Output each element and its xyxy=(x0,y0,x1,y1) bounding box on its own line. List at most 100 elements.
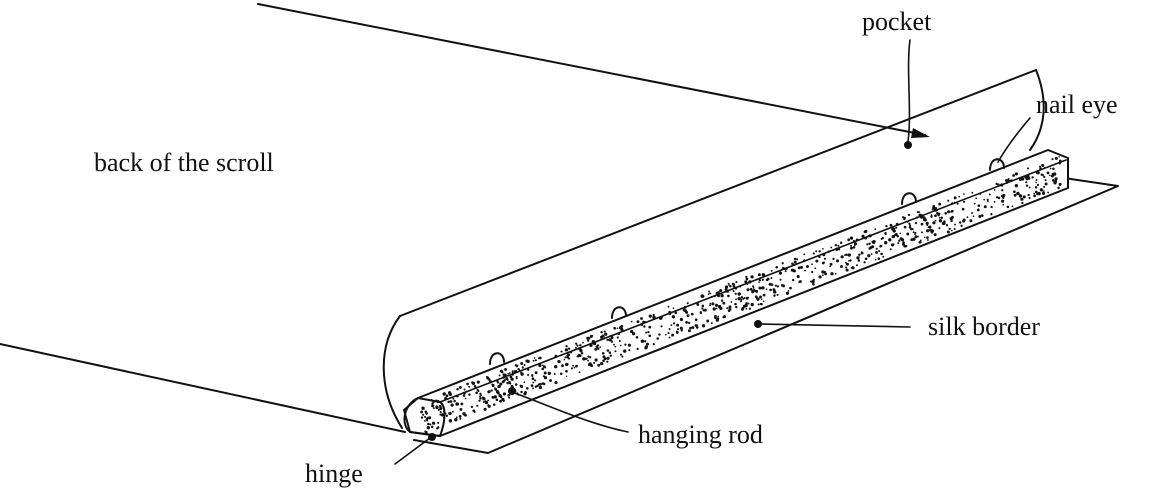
stipple-dot xyxy=(648,325,652,329)
stipple-dot xyxy=(675,330,679,334)
stipple-dot xyxy=(1055,178,1058,181)
stipple-dot xyxy=(618,339,621,343)
stipple-dot xyxy=(564,356,567,359)
stipple-dot xyxy=(779,278,782,281)
stipple-dot xyxy=(758,281,760,284)
stipple-dot xyxy=(899,232,902,235)
stipple-dot xyxy=(909,224,912,227)
stipple-dot xyxy=(744,303,748,308)
stipple-dot xyxy=(668,336,671,339)
stipple-dot xyxy=(752,286,755,289)
nail-eye xyxy=(989,158,1005,171)
stipple-dot xyxy=(973,202,976,205)
stipple-dot xyxy=(1037,191,1041,196)
stipple-dot xyxy=(547,371,551,375)
hanging-rod-ridge xyxy=(439,159,1067,403)
stipple-dot xyxy=(700,294,704,298)
stipple-dot xyxy=(877,257,881,260)
stipple-dot xyxy=(811,263,813,266)
stipple-dot xyxy=(647,330,650,334)
stipple-dot xyxy=(752,288,756,292)
stipple-dot xyxy=(953,201,956,204)
stipple-dot xyxy=(933,233,937,237)
label-pocket: pocket xyxy=(862,7,932,36)
stipple-dot xyxy=(791,262,794,266)
stipple-dot xyxy=(1025,177,1029,181)
stipple-dot xyxy=(434,399,438,403)
stipple-dot xyxy=(891,235,894,238)
stipple-dot xyxy=(476,404,479,407)
hanging-rod xyxy=(403,149,1069,437)
stipple-dot xyxy=(940,216,943,219)
stipple-dot xyxy=(938,202,942,206)
stipple-dot xyxy=(1043,175,1046,179)
stipple-dot xyxy=(829,262,833,266)
stipple-dot xyxy=(921,231,923,234)
stipple-dot xyxy=(727,282,730,285)
stipple-dot xyxy=(1013,190,1016,193)
stipple-dot xyxy=(674,311,678,315)
stipple-dot xyxy=(756,290,758,293)
stipple-dot xyxy=(498,374,501,377)
stipple-dot xyxy=(541,364,544,367)
stipple-dot xyxy=(860,251,864,255)
stipple-dot xyxy=(690,312,694,316)
stipple-dot xyxy=(930,230,934,234)
stipple-dot xyxy=(986,198,989,201)
stipple-dot xyxy=(1052,172,1057,176)
stipple-dot xyxy=(449,420,452,423)
stipple-dot xyxy=(885,224,888,228)
stipple-dot xyxy=(793,260,797,264)
stipple-dot xyxy=(818,275,822,279)
stipple-dot xyxy=(533,357,536,359)
stipple-dot xyxy=(762,293,766,297)
label-back-of-the-scroll: back of the scroll xyxy=(94,148,274,177)
stipple-dot xyxy=(531,375,534,378)
stipple-dot xyxy=(561,364,564,368)
stipple-dot xyxy=(635,335,639,339)
stipple-dot xyxy=(703,308,707,312)
stipple-dot xyxy=(420,410,424,414)
stipple-dot xyxy=(845,262,849,266)
stipple-dot xyxy=(1025,184,1029,187)
stipple-dot xyxy=(439,406,443,411)
stipple-dot xyxy=(640,323,644,326)
stipple-dot xyxy=(480,394,483,396)
stipple-dot xyxy=(914,233,916,236)
stipple-dot xyxy=(748,280,752,284)
stipple-dot xyxy=(950,202,954,205)
stipple-dot xyxy=(919,215,924,219)
stipple-dot xyxy=(478,395,482,398)
stipple-dot xyxy=(708,290,710,293)
stipple-dot xyxy=(868,234,872,238)
stipple-dot xyxy=(603,357,607,361)
stipple-dot xyxy=(509,375,513,379)
stipple-dot xyxy=(424,430,427,433)
stipple-dot xyxy=(701,304,705,308)
stipple-dot xyxy=(776,293,779,296)
stipple-dot xyxy=(700,312,702,315)
stipple-dot xyxy=(976,208,980,212)
stipple-dot xyxy=(621,355,624,358)
stipple-dot xyxy=(827,250,831,253)
stipple-dot xyxy=(489,380,492,384)
stipple-dot xyxy=(589,356,592,359)
stipple-dot xyxy=(800,265,803,269)
stipple-dot xyxy=(542,375,545,378)
stipple-dot xyxy=(501,371,504,374)
hinge-leader-dot xyxy=(428,433,436,441)
hanging-rod-stipple xyxy=(420,155,1062,434)
stipple-dot xyxy=(1051,158,1054,161)
stipple-dot xyxy=(815,250,818,253)
stipple-dot xyxy=(734,286,738,290)
stipple-dot xyxy=(421,406,425,411)
stipple-dot xyxy=(717,315,720,318)
stipple-dot xyxy=(458,385,462,389)
stipple-dot xyxy=(760,298,763,301)
stipple-dot xyxy=(1033,192,1036,195)
stipple-dot xyxy=(1051,179,1055,182)
stipple-dot xyxy=(761,273,766,277)
stipple-dot xyxy=(963,200,966,203)
stipple-dot xyxy=(882,255,885,258)
pocket-left-curl xyxy=(382,315,403,429)
